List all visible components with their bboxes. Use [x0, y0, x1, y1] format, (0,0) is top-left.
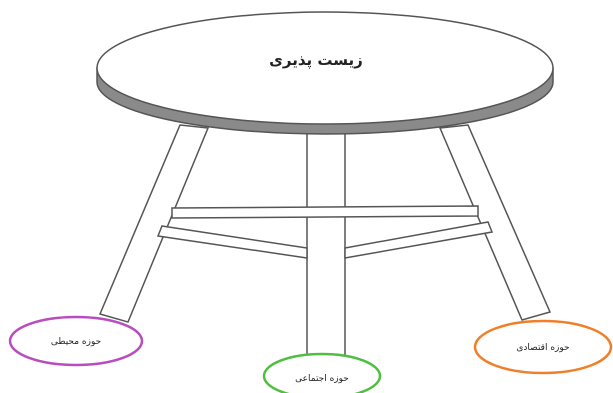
- left-leg: [100, 125, 208, 322]
- leg-label-economic: حوزه اقتصادی: [475, 321, 611, 373]
- back-rail: [172, 206, 478, 218]
- environmental-label: حوزه محیطی: [51, 337, 101, 347]
- table-top-label: زیست پذیری: [269, 51, 363, 70]
- right-leg: [440, 125, 550, 320]
- leg-label-social: حوزه اجتماعی: [264, 354, 380, 393]
- middle-leg: [307, 130, 345, 367]
- left-front-rail: [158, 226, 307, 258]
- social-label: حوزه اجتماعی: [295, 374, 349, 384]
- right-front-rail: [345, 222, 492, 258]
- leg-label-environmental: حوزه محیطی: [10, 317, 142, 365]
- economic-label: حوزه اقتصادی: [516, 343, 569, 353]
- table-top: زیست پذیری: [97, 12, 553, 134]
